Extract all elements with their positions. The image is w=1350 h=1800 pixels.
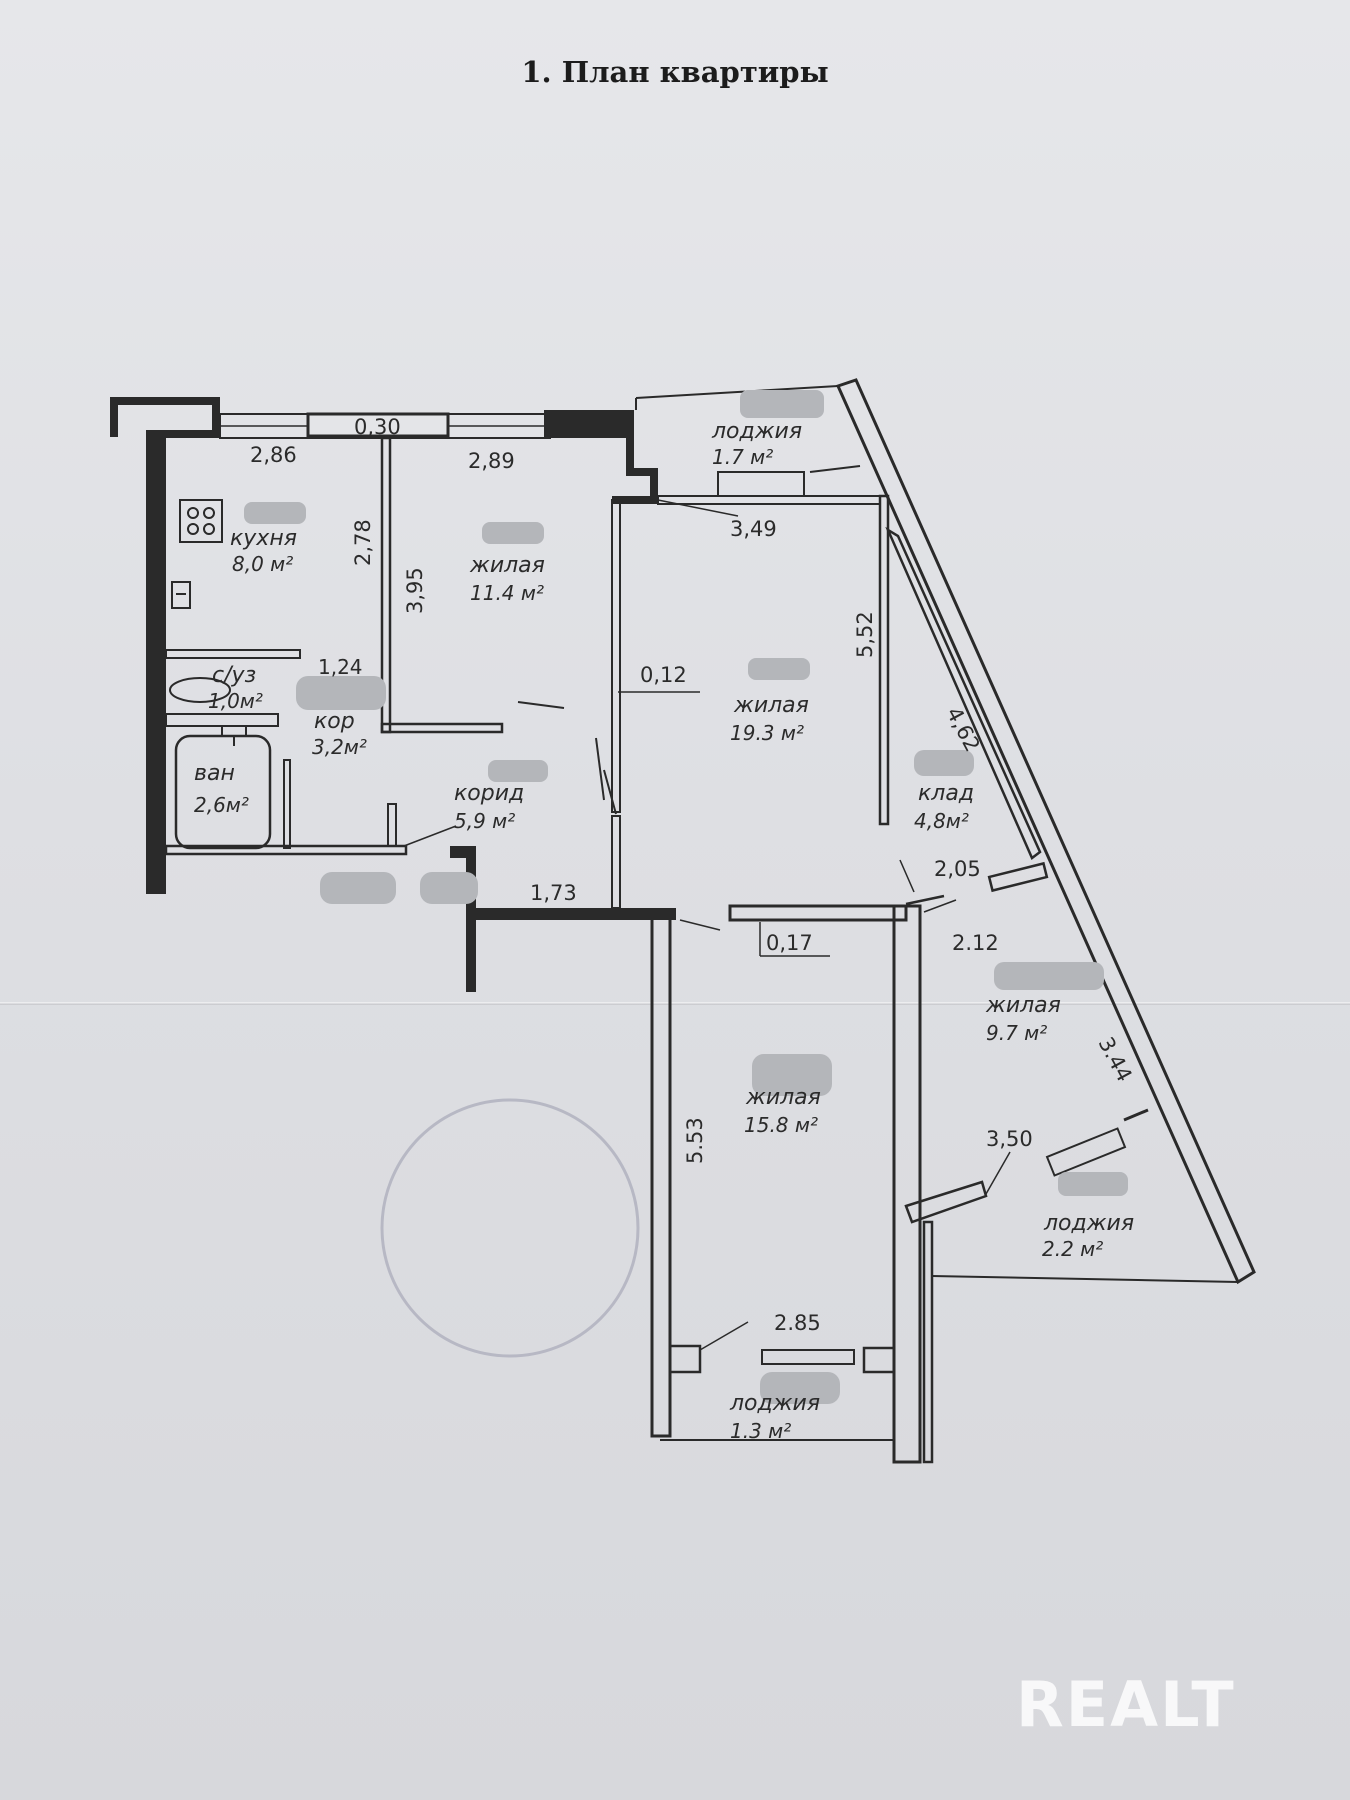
hall-area: 3,2м²: [312, 735, 367, 759]
bath-area: 2,6м²: [194, 793, 249, 817]
loggia-3-area: 1.3 м²: [730, 1419, 791, 1443]
loggia-1-name: лоджия: [711, 419, 802, 444]
loggia-2-area: 2.2 м²: [1042, 1237, 1103, 1261]
loggia-2-name: лоджия: [1043, 1211, 1134, 1236]
dim-553: 5.53: [683, 1117, 707, 1164]
living-2-name: жилая: [733, 693, 809, 718]
dim-124: 1,24: [318, 655, 363, 679]
realt-watermark-logo: REALT: [1016, 1668, 1236, 1741]
storage-area: 4,8м²: [914, 809, 969, 833]
loggia-1-area: 1.7 м²: [712, 445, 773, 469]
corridor-name: корид: [454, 781, 524, 806]
washbasin-icon: [221, 725, 247, 746]
dim-286: 2,86: [250, 443, 297, 467]
dim-205: 2,05: [934, 857, 981, 881]
living-1-area: 11.4 м²: [470, 581, 544, 605]
sink-icon: [171, 581, 191, 609]
dim-289: 2,89: [468, 449, 515, 473]
dim-212: 2.12: [952, 931, 999, 955]
page-title: 1. План квартиры: [521, 55, 829, 89]
living-3-name: жилая: [745, 1085, 821, 1110]
hall-name: кор: [314, 709, 355, 734]
dim-349: 3,49: [730, 517, 777, 541]
dim-173: 1,73: [530, 881, 577, 905]
walls: [110, 378, 1256, 1464]
stove-icon: [179, 499, 223, 543]
room-labels: кухня 8,0 м² жилая 11.4 м² жилая 19.3 м²…: [194, 419, 1134, 1443]
living-1-name: жилая: [469, 553, 545, 578]
dim-017: 0,17: [766, 931, 813, 955]
dim-285: 2.85: [774, 1311, 821, 1335]
loggia-3-name: лоджия: [729, 1391, 820, 1416]
dim-350: 3,50: [986, 1127, 1033, 1151]
dim-030: 0,30: [354, 415, 401, 439]
kitchen-area: 8,0 м²: [232, 552, 293, 576]
living-4-area: 9.7 м²: [986, 1021, 1047, 1045]
corridor-area: 5,9 м²: [454, 809, 515, 833]
dim-395: 3,95: [403, 567, 427, 614]
stamp-circle: [380, 1098, 640, 1358]
kitchen-name: кухня: [230, 526, 297, 551]
dim-278: 2,78: [351, 519, 375, 566]
living-3-area: 15.8 м²: [744, 1113, 818, 1137]
dim-462: 4,62: [942, 703, 985, 756]
toilet-area: 1,0м²: [208, 689, 263, 713]
dim-012: 0,12: [640, 663, 687, 687]
bath-name: ван: [194, 761, 235, 786]
living-2-area: 19.3 м²: [730, 721, 804, 745]
living-4-name: жилая: [985, 993, 1061, 1018]
toilet-name: с/уз: [212, 663, 256, 688]
redaction-patches: [244, 390, 1128, 1404]
paper-fold: [0, 1002, 1350, 1005]
dim-552: 5,52: [853, 611, 877, 658]
dimension-labels: 0,30 2,86 2,89 2,78 3,95 1,24 3,49 5,52 …: [250, 415, 1137, 1351]
toilet-icon: [169, 677, 231, 703]
storage-name: клад: [918, 781, 974, 806]
